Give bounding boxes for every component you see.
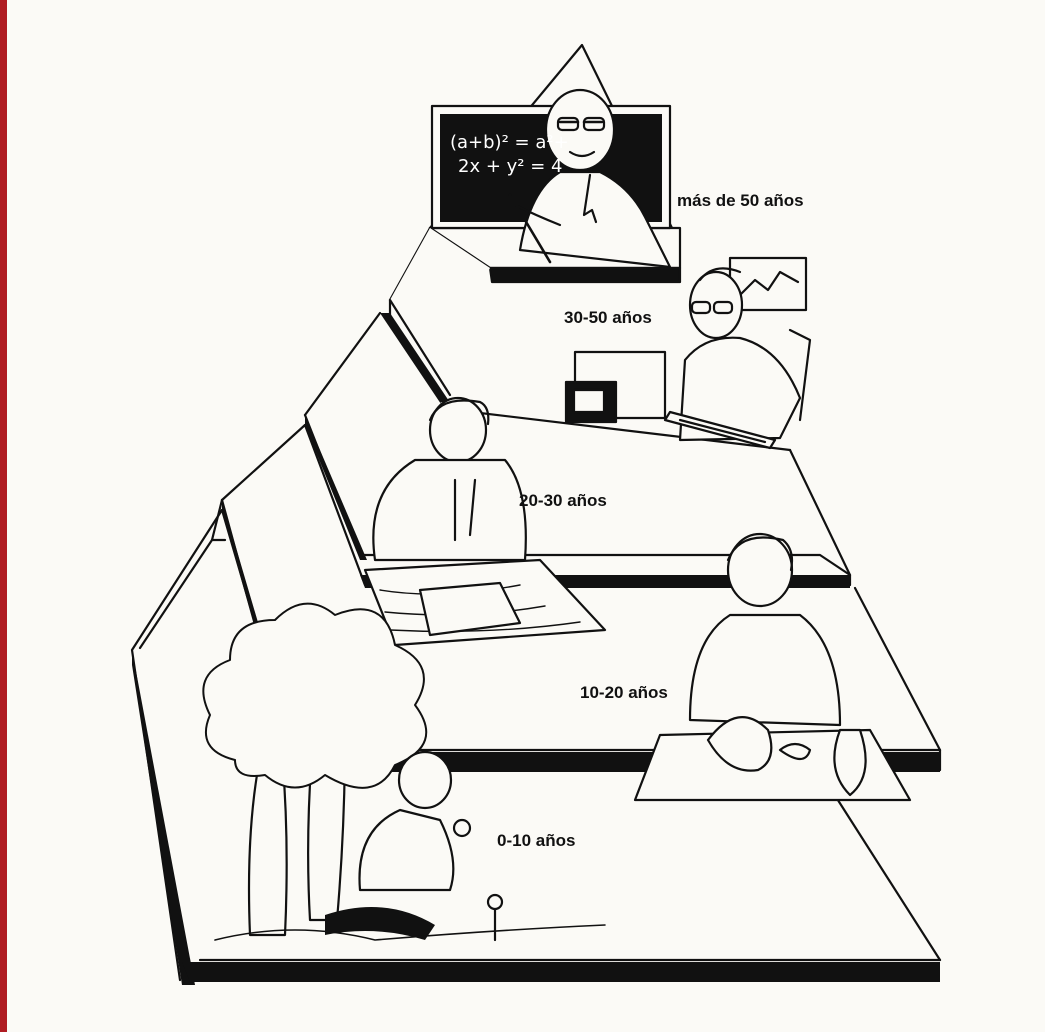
level-3-label: 20-30 años xyxy=(519,491,607,511)
blackboard-formula-line-1: (a+b)² = a²+ xyxy=(450,132,569,153)
level-5-label: más de 50 años xyxy=(677,191,804,211)
man-at-computer-scene xyxy=(566,258,810,448)
level-4-label: 30-50 años xyxy=(564,308,652,328)
boy-sculpting-clay-scene xyxy=(635,534,910,800)
level-1-label: 0-10 años xyxy=(497,831,575,851)
blackboard-formula-line-2: 2x + y² = 4 xyxy=(458,156,562,177)
level-2-label: 10-20 años xyxy=(580,683,668,703)
